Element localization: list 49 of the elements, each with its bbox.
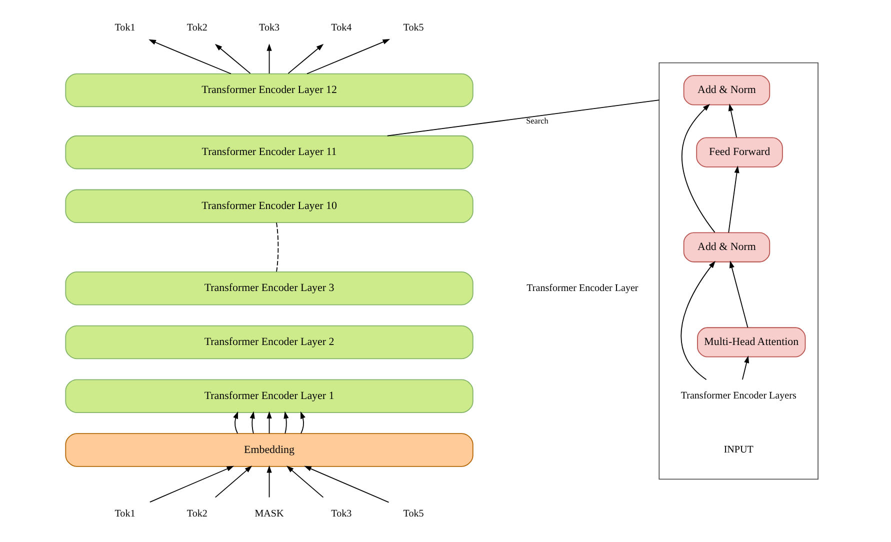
arrow <box>306 39 390 74</box>
node-box: Transformer Encoder Layer 2 <box>65 325 474 360</box>
node-box: Add & Norm <box>683 75 770 106</box>
node-text: Transformer Encoder Layers <box>680 390 796 402</box>
arrow <box>250 411 255 434</box>
node-text: Tok3 <box>259 22 280 34</box>
arrow <box>682 104 716 233</box>
node-box: Embedding <box>65 433 474 467</box>
connector <box>276 222 279 272</box>
node-box: Add & Norm <box>683 232 770 262</box>
node-box: Transformer Encoder Layer 10 <box>65 189 474 224</box>
arrow <box>300 411 306 434</box>
arrow <box>304 466 390 503</box>
arrow <box>266 411 272 434</box>
node-box: Transformer Encoder Layer 11 <box>65 135 474 170</box>
arrow <box>266 465 272 498</box>
arrow <box>286 466 324 498</box>
node-box: Multi-Head Attention <box>697 327 806 358</box>
arrow <box>266 44 272 74</box>
cluster <box>658 62 818 480</box>
label: INPUT <box>724 444 754 456</box>
arrow <box>729 260 748 328</box>
node-text: Tok4 <box>331 22 352 34</box>
node-box: Transformer Encoder Layer 1 <box>65 379 474 413</box>
edge-label: Search <box>526 116 548 126</box>
arrow <box>288 44 324 74</box>
node-text: Tok1 <box>114 508 136 520</box>
node-text: MASK <box>254 508 284 520</box>
node-text: Tok5 <box>403 508 424 520</box>
node-text: Tok2 <box>186 22 208 34</box>
arrow <box>214 466 252 498</box>
label: Transformer Encoder Layer <box>526 282 638 294</box>
arrow <box>728 166 740 234</box>
arrow <box>148 39 232 74</box>
node-text: Tok3 <box>331 508 352 520</box>
arrow <box>284 411 289 434</box>
node-text: Tok2 <box>186 508 208 520</box>
arrow <box>214 44 251 74</box>
node-box: Transformer Encoder Layer 3 <box>65 271 474 306</box>
connector <box>386 100 660 136</box>
arrow <box>742 356 750 380</box>
arrow <box>149 466 234 503</box>
node-box: Feed Forward <box>696 137 783 168</box>
arrow <box>233 411 238 434</box>
node-box: Transformer Encoder Layer 12 <box>65 73 474 108</box>
arrow <box>680 260 716 380</box>
node-text: Tok1 <box>114 22 136 34</box>
node-text: Tok5 <box>403 22 424 34</box>
arrow <box>728 104 737 138</box>
